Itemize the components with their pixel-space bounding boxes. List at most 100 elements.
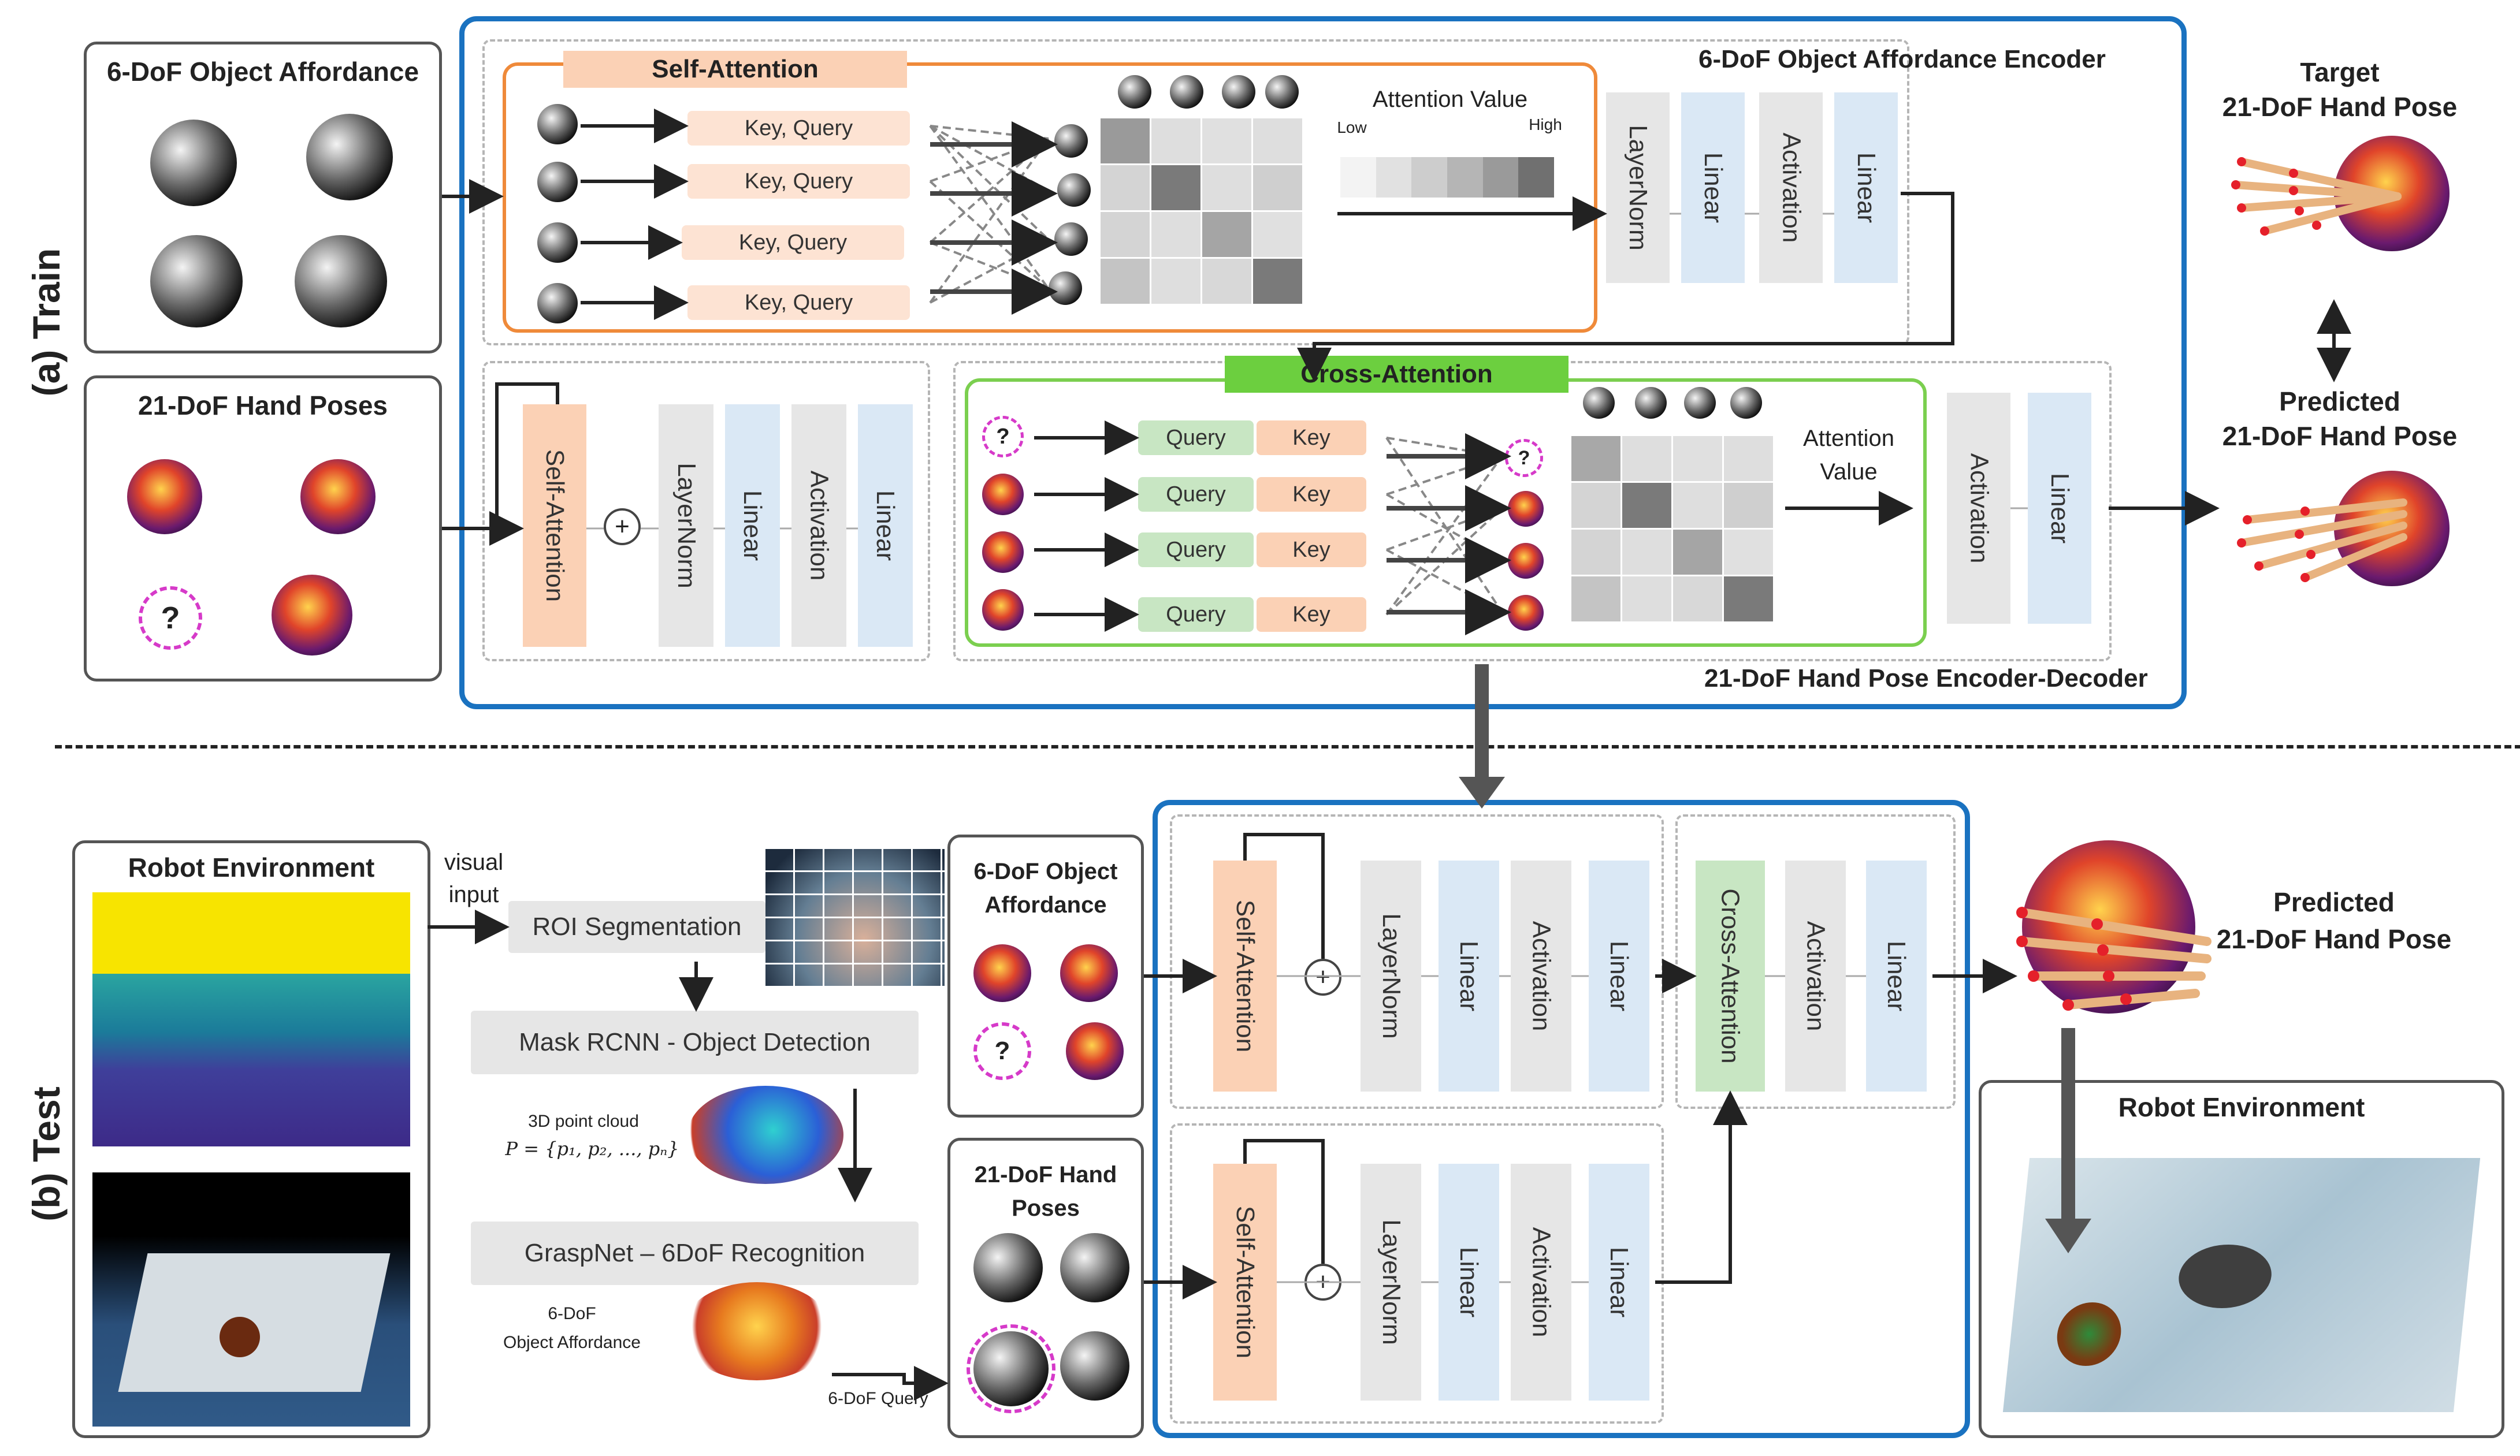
test-robot-environment-title: Robot Environment bbox=[2118, 1092, 2365, 1122]
predicted-hand-pose-title: Predicted 21-DoF Hand Pose bbox=[2222, 386, 2458, 451]
key-2: Key bbox=[1257, 477, 1366, 512]
grasp-affordance-image bbox=[682, 1282, 832, 1380]
roi-grid-image bbox=[765, 849, 945, 988]
mask-rcnn-step: Mask RCNN - Object Detection bbox=[471, 1011, 919, 1074]
encoder-linear-1: Linear bbox=[1681, 92, 1745, 283]
affordance-object-4 bbox=[295, 235, 387, 327]
test-top-layernorm: LayerNorm bbox=[1361, 861, 1421, 1092]
key-query-2: Key, Query bbox=[687, 164, 910, 199]
key-query-1: Key, Query bbox=[687, 111, 910, 146]
test-cross-attention: Cross-Attention bbox=[1696, 861, 1765, 1092]
cross-input-hand-1 bbox=[982, 474, 1024, 515]
sa-top-object-4 bbox=[1265, 75, 1299, 109]
residual-add-icon: + bbox=[604, 508, 641, 545]
sa-top-object-2 bbox=[1170, 75, 1203, 109]
train-model-container bbox=[459, 16, 2187, 709]
attention-high-label: High bbox=[1529, 116, 1562, 133]
hand-poses-title: 21-DoF Hand Poses bbox=[138, 390, 388, 420]
key-query-4: Key, Query bbox=[687, 285, 910, 320]
train-side-label: (a) Train bbox=[25, 248, 68, 397]
sa-output-object-3 bbox=[1054, 222, 1088, 256]
masked-hand-pose-icon: ? bbox=[139, 586, 202, 650]
render-view bbox=[92, 1172, 410, 1427]
test-bottom-activation: Activation bbox=[1511, 1164, 1571, 1401]
test-side-label: (b) Test bbox=[25, 1086, 68, 1222]
test-top-linear-2: Linear bbox=[1589, 861, 1649, 1092]
affordance-object-3 bbox=[150, 235, 243, 327]
hand-pose-object-2 bbox=[300, 459, 376, 534]
self-attention-tag: Self-Attention bbox=[563, 51, 907, 88]
decoder-activation: Activation bbox=[791, 404, 846, 647]
train-test-divider bbox=[55, 745, 2520, 749]
point-cloud-formula: P = {p₁, p₂, ..., pₙ} bbox=[505, 1138, 679, 1160]
robot-scene-image bbox=[2002, 1158, 2481, 1412]
cross-attention-block bbox=[965, 378, 1927, 647]
test-affordance-hand-3 bbox=[1066, 1022, 1124, 1080]
object-affordance-box: 6-DoF Object Affordance bbox=[84, 42, 442, 353]
target-hand-pose-title: Target 21-DoF Hand Pose bbox=[2222, 57, 2458, 122]
hand-pose-object-1 bbox=[127, 459, 202, 534]
query-4: Query bbox=[1138, 597, 1254, 632]
attention-gradient-bar bbox=[1340, 157, 1555, 198]
robot-environment-box: Robot Environment bbox=[72, 840, 430, 1438]
object-affordance-title: 6-DoF Object Affordance bbox=[106, 57, 419, 87]
test-bottom-layernorm: LayerNorm bbox=[1361, 1164, 1421, 1401]
cross-top-object-2 bbox=[1635, 387, 1667, 419]
test-bottom-linear-1: Linear bbox=[1439, 1164, 1499, 1401]
encoder-title: 6-DoF Object Affordance Encoder bbox=[1698, 45, 2106, 73]
test-bottom-linear-2: Linear bbox=[1589, 1164, 1649, 1401]
cross-top-object-3 bbox=[1684, 387, 1716, 419]
query-2: Query bbox=[1138, 477, 1254, 512]
affordance-object-2 bbox=[306, 114, 393, 200]
cross-activation: Activation bbox=[1947, 393, 2010, 624]
sa-top-object-3 bbox=[1222, 75, 1255, 109]
decoder-title: 21-DoF Hand Pose Encoder-Decoder bbox=[1704, 664, 2148, 692]
point-cloud-label: 3D point cloud bbox=[528, 1112, 639, 1131]
test-top-residual-icon: + bbox=[1304, 959, 1341, 996]
test-pose-object-1 bbox=[973, 1233, 1043, 1302]
visual-input-label: visual input bbox=[444, 850, 504, 907]
sa-output-object-2 bbox=[1057, 173, 1091, 207]
robot-environment-title: Robot Environment bbox=[128, 852, 375, 882]
self-attention-matrix bbox=[1101, 118, 1303, 306]
test-bottom-residual-icon: + bbox=[1304, 1264, 1341, 1301]
key-4: Key bbox=[1257, 597, 1366, 632]
test-hand-poses-title: 21-DoF Hand Poses bbox=[974, 1162, 1117, 1221]
cross-input-hand-3 bbox=[982, 589, 1024, 631]
decoder-encoder-dashed-area bbox=[482, 361, 930, 661]
test-hand-poses-box: 21-DoF Hand Poses bbox=[947, 1138, 1144, 1438]
test-cross-activation: Activation bbox=[1785, 861, 1846, 1092]
affordance-small-label: 6-DoF Object Affordance bbox=[503, 1304, 641, 1352]
test-affordance-box: 6-DoF Object Affordance ? bbox=[947, 835, 1144, 1118]
attention-value-title: Attention Value bbox=[1372, 87, 1528, 112]
graspnet-step: GraspNet – 6DoF Recognition bbox=[471, 1222, 919, 1285]
query-small-label: 6-DoF Query bbox=[828, 1389, 928, 1408]
key-query-3: Key, Query bbox=[682, 225, 904, 260]
cross-linear: Linear bbox=[2028, 393, 2091, 624]
target-hand-icon bbox=[2230, 150, 2403, 243]
test-bottom-self-attention: Self-Attention bbox=[1213, 1164, 1277, 1401]
test-predicted-hand-icon bbox=[2010, 889, 2218, 1016]
predicted-hand-icon bbox=[2236, 479, 2409, 583]
decoder-linear-2: Linear bbox=[858, 404, 913, 647]
sa-output-object-1 bbox=[1054, 124, 1088, 158]
hand-pose-object-3 bbox=[272, 575, 352, 656]
cross-top-object-4 bbox=[1730, 387, 1762, 419]
sa-input-object-2 bbox=[537, 162, 578, 202]
cross-output-hand-3 bbox=[1508, 595, 1544, 631]
cross-attention-matrix bbox=[1571, 436, 1774, 624]
encoder-layernorm: LayerNorm bbox=[1606, 92, 1670, 283]
sa-top-object-1 bbox=[1118, 75, 1151, 109]
test-cross-linear: Linear bbox=[1866, 861, 1927, 1092]
cross-attention-tag: Cross-Attention bbox=[1225, 356, 1569, 393]
test-pose-object-4 bbox=[1060, 1331, 1129, 1401]
encoder-linear-2: Linear bbox=[1834, 92, 1898, 283]
hand-poses-box: 21-DoF Hand Poses ? bbox=[84, 375, 442, 682]
key-3: Key bbox=[1257, 532, 1366, 567]
sa-output-object-4 bbox=[1049, 271, 1082, 305]
query-3: Query bbox=[1138, 532, 1254, 567]
test-top-activation: Activation bbox=[1511, 861, 1571, 1092]
cross-input-hand-2 bbox=[982, 531, 1024, 573]
cross-output-masked-icon: ? bbox=[1505, 439, 1543, 477]
cross-output-hand-1 bbox=[1508, 491, 1544, 527]
